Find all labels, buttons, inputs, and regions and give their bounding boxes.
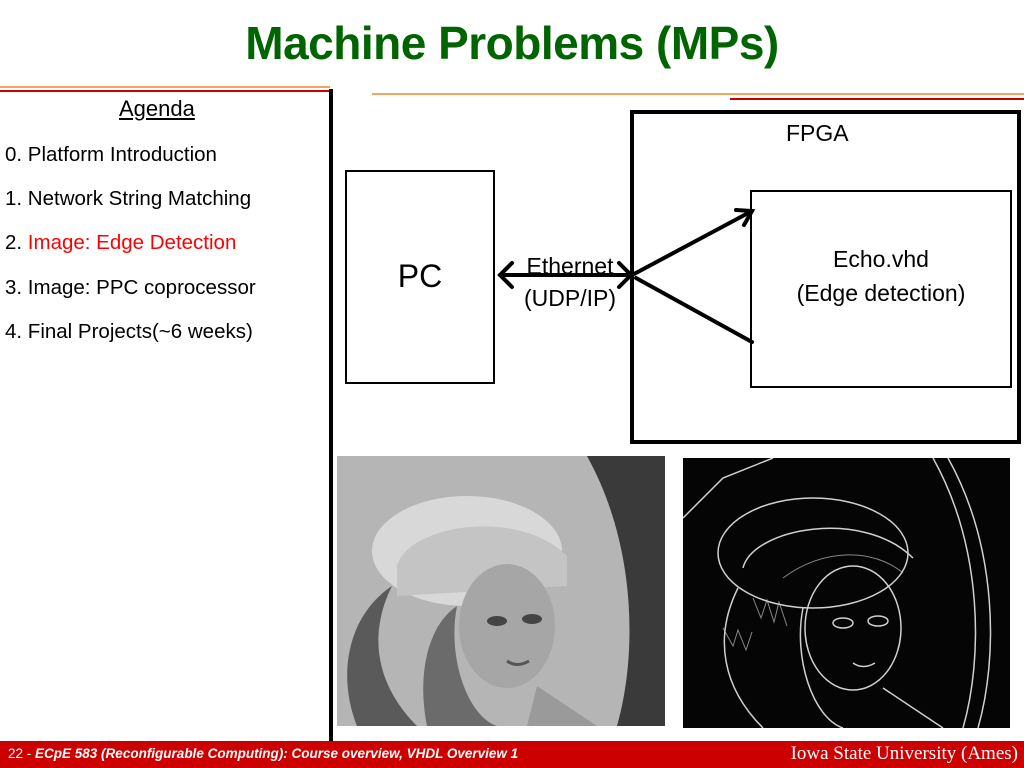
page-number: 22: [8, 746, 24, 761]
fpga-label: FPGA: [786, 120, 849, 146]
ethernet-label-line2: (UDP/IP): [524, 285, 616, 311]
title-rule-left-red: [0, 90, 330, 92]
ethernet-arrow: [497, 261, 634, 289]
edge-detected-photo: [683, 458, 1010, 728]
agenda-item: 0. Platform Introduction: [5, 143, 217, 167]
agenda-item: 1. Network String Matching: [5, 187, 251, 211]
footer-left: 22 - ECpE 583 (Reconfigurable Computing)…: [8, 746, 518, 761]
column-divider: [329, 89, 333, 742]
agenda-item: 4. Final Projects(~6 weeks): [5, 320, 253, 344]
echo-label-line2: (Edge detection): [796, 280, 966, 306]
input-arrow: [632, 208, 756, 276]
agenda-item-prefix: 3.: [5, 276, 28, 299]
institution-name: Iowa State University (Ames): [790, 743, 1018, 764]
original-photo-image: [337, 456, 665, 726]
title-rule-right-red: [730, 98, 1024, 100]
agenda-item: 3. Image: PPC coprocessor: [5, 276, 256, 300]
title-rule-right-orange: [372, 93, 1024, 95]
agenda-item-prefix: 2.: [5, 231, 28, 254]
agenda-item: 2. Image: Edge Detection: [5, 231, 236, 255]
pc-label: PC: [397, 258, 443, 294]
agenda-item-prefix: 1.: [5, 187, 28, 210]
echo-box: [750, 190, 1012, 388]
agenda-item-text-highlight: Image: Edge Detection: [27, 231, 237, 254]
echo-label-line1: Echo.vhd: [833, 246, 929, 272]
agenda-item-prefix: 4.: [5, 320, 28, 343]
pc-box: [345, 170, 495, 384]
echo-label: Echo.vhd (Edge detection): [750, 242, 1012, 310]
original-photo: [337, 456, 665, 726]
footer-separator: -: [23, 746, 36, 761]
course-title: ECpE 583 (Reconfigurable Computing): Cou…: [35, 746, 519, 761]
output-line: [634, 276, 754, 344]
edge-detected-photo-image: [683, 458, 1010, 728]
title-rule-left: [0, 86, 330, 88]
footer-bar: 22 - ECpE 583 (Reconfigurable Computing)…: [0, 741, 1024, 768]
agenda-item-text: Final Projects(~6 weeks): [27, 320, 253, 343]
agenda-item-text: Platform Introduction: [27, 143, 217, 166]
agenda-item-text: Network String Matching: [27, 187, 252, 210]
slide-title: Machine Problems (MPs): [245, 17, 779, 69]
agenda-item-prefix: 0.: [5, 143, 28, 166]
agenda-heading: Agenda: [119, 96, 195, 121]
agenda-item-text: Image: PPC coprocessor: [27, 276, 256, 299]
